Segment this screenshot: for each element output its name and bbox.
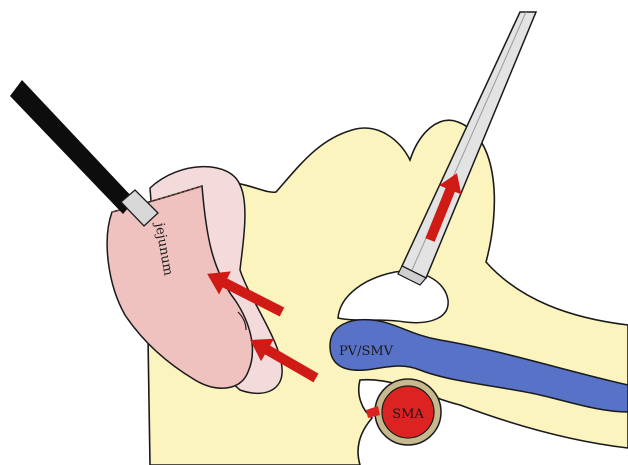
- grasper-instrument-icon: [10, 80, 158, 226]
- pv-smv-label: PV/SMV: [339, 344, 394, 359]
- sma-label: SMA: [392, 407, 424, 422]
